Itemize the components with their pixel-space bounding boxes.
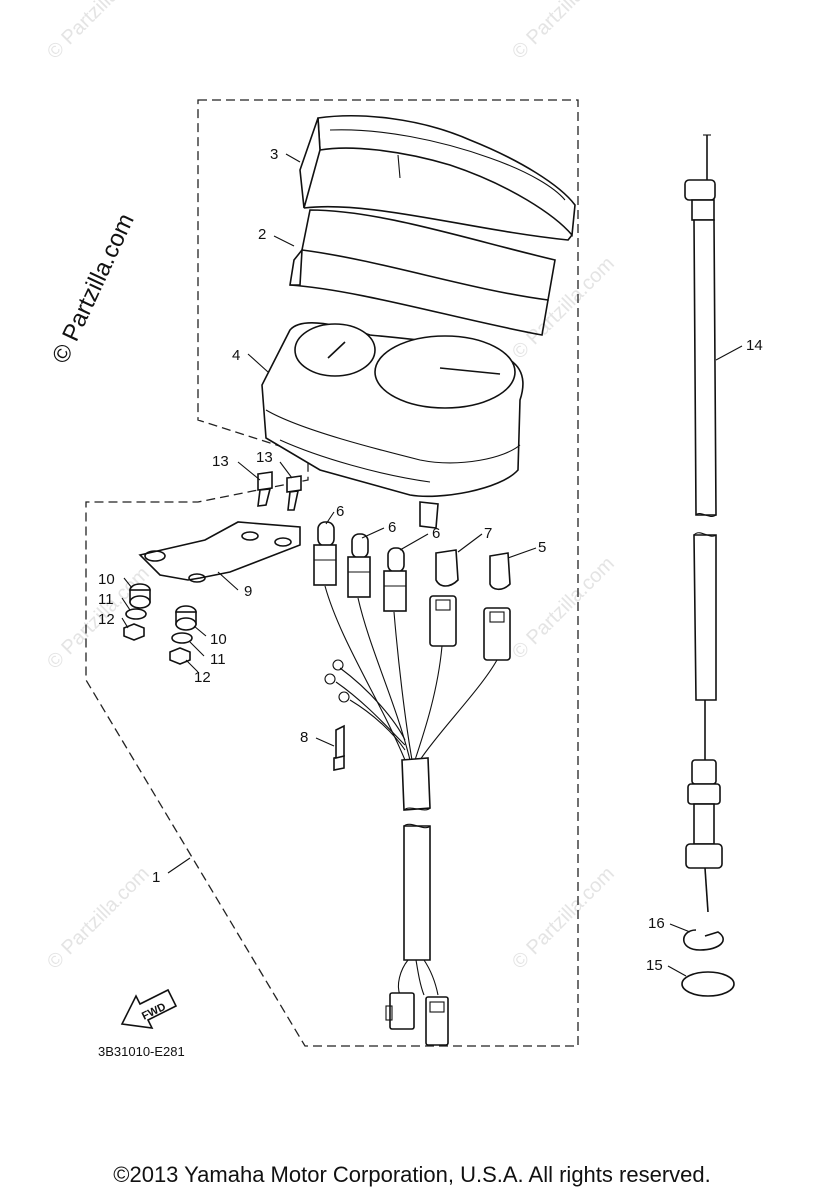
label-1: 1 — [152, 869, 160, 886]
leader-lines — [121, 153, 743, 977]
wire-harness — [385, 757, 449, 1046]
grommet — [175, 605, 197, 631]
label-9: 9 — [244, 583, 252, 600]
watermark-tile: © Partzilla.com — [43, 863, 154, 974]
socket — [483, 607, 511, 661]
washer — [125, 608, 147, 620]
watermark-tile: © Partzilla.com — [508, 863, 619, 974]
meter-gasket — [289, 209, 556, 336]
wiring — [324, 585, 498, 761]
bulb — [313, 521, 337, 586]
label-6: 6 — [388, 519, 396, 536]
partzilla-watermark: © Partzilla.com — [47, 210, 140, 368]
bracket — [138, 521, 301, 583]
bulb-5 — [489, 552, 511, 591]
label-3: 3 — [270, 146, 278, 163]
diagram-code: 3B31010-E281 — [98, 1044, 185, 1059]
label-7: 7 — [484, 525, 492, 542]
label-6: 6 — [432, 525, 440, 542]
label-5: 5 — [538, 539, 546, 556]
label-10: 10 — [210, 631, 227, 648]
socket — [429, 595, 457, 647]
fwd-arrow-icon: FWD — [120, 988, 178, 1029]
bolt — [257, 471, 273, 507]
label-14: 14 — [746, 337, 763, 354]
label-16: 16 — [648, 915, 665, 932]
copyright-footer: ©2013 Yamaha Motor Corporation, U.S.A. A… — [113, 1162, 711, 1187]
label-8: 8 — [300, 729, 308, 746]
assembly-boundary — [85, 99, 579, 1047]
label-13: 13 — [212, 453, 229, 470]
nut — [123, 623, 145, 641]
grommet — [129, 583, 151, 609]
washer — [171, 632, 193, 644]
watermark-tile: © Partzilla.com — [508, 0, 619, 64]
o-ring — [681, 971, 735, 997]
nut — [169, 647, 191, 665]
clip — [682, 929, 724, 951]
watermark-tile: © Partzilla.com — [43, 0, 154, 64]
label-12: 12 — [194, 669, 211, 686]
bulb — [347, 533, 371, 598]
speedometer-cable — [684, 134, 723, 913]
label-2: 2 — [258, 226, 266, 243]
bulb — [383, 547, 407, 612]
bulb-7 — [435, 549, 459, 587]
bolt — [286, 475, 302, 511]
label-6: 6 — [336, 503, 344, 520]
leader-1 — [167, 857, 191, 874]
label-15: 15 — [646, 957, 663, 974]
label-11: 11 — [98, 591, 114, 608]
label-4: 4 — [232, 347, 240, 364]
label-10: 10 — [98, 571, 115, 588]
meter-housing — [261, 322, 524, 529]
meter-bezel — [299, 115, 576, 241]
label-13: 13 — [256, 449, 273, 466]
label-11: 11 — [210, 651, 226, 668]
watermark-tile: © Partzilla.com — [508, 553, 619, 664]
screw — [333, 724, 345, 771]
label-12: 12 — [98, 611, 115, 628]
